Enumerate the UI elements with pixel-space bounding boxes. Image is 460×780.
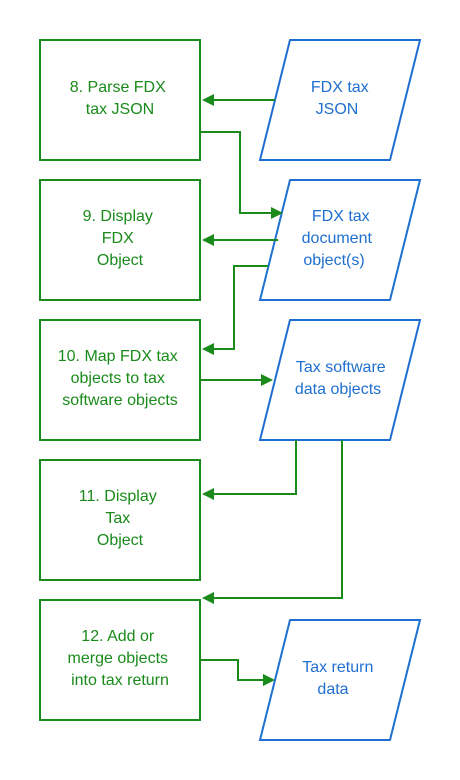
- step-11-line-2: Tax: [105, 510, 130, 527]
- svg-text:12. Add or merge objects: 12. Add or merge objects into tax return: [68, 628, 173, 689]
- arrow-parse-to-objects: [200, 131, 283, 219]
- svg-text:FDX tax document o: FDX tax document object(s): [302, 208, 377, 269]
- process-step-12: 12. Add or merge objects into tax return: [39, 599, 201, 721]
- step-10-line-2: objects to tax: [71, 370, 165, 387]
- fdx-objects-line-3: object(s): [303, 252, 364, 269]
- tax-return-line-2: data: [317, 681, 348, 698]
- data-tax-return: Tax return data: [258, 619, 422, 741]
- fdx-objects-line-2: document: [302, 230, 373, 247]
- svg-text:FDX tax JSON: FDX tax JSON: [311, 79, 373, 118]
- arrow-objects-to-map: [202, 265, 268, 355]
- tax-sw-line-2: data objects: [295, 381, 381, 398]
- fdx-json-line-2: JSON: [316, 101, 359, 118]
- step-11-line-3: Object: [97, 532, 144, 549]
- step-10-line-3: software objects: [62, 392, 178, 409]
- step-9-line-1: 9. Display: [83, 208, 153, 225]
- process-step-9: 9. Display FDX Object: [39, 179, 201, 301]
- data-fdx-tax-document-objects: FDX tax document object(s): [258, 179, 422, 301]
- process-step-10: 10. Map FDX tax objects to tax software …: [39, 319, 201, 441]
- fdx-objects-line-1: FDX tax: [312, 208, 370, 225]
- step-11-line-1: 11. Display: [79, 488, 157, 505]
- step-12-line-2: merge objects: [68, 650, 169, 667]
- arrow-add-merge-to-tax-return: [200, 659, 275, 686]
- svg-text:8. Parse FDX tax JSON: 8. Parse FDX tax JSON: [70, 79, 170, 118]
- data-tax-software-objects: Tax software data objects: [258, 319, 422, 441]
- step-9-line-2: FDX: [102, 230, 134, 247]
- tax-sw-line-1: Tax software: [296, 359, 386, 376]
- step-10-line-1: 10. Map FDX tax: [58, 348, 178, 365]
- svg-text:Tax software data object: Tax software data objects: [295, 359, 390, 398]
- arrow-software-to-display-tax: [202, 440, 297, 500]
- step-12-line-1: 12. Add or: [81, 628, 155, 645]
- step-8-line-2: tax JSON: [86, 101, 154, 118]
- step-9-line-3: Object: [97, 252, 144, 269]
- process-step-8: 8. Parse FDX tax JSON: [39, 39, 201, 161]
- svg-text:11. Display Tax Ob: 11. Display Tax Object: [79, 488, 161, 549]
- fdx-json-line-1: FDX tax: [311, 79, 369, 96]
- tax-return-line-1: Tax return: [302, 659, 373, 676]
- data-fdx-tax-json: FDX tax JSON: [258, 39, 422, 161]
- svg-text:10. Map FDX tax objects: 10. Map FDX tax objects to tax software …: [58, 348, 183, 409]
- svg-text:Tax return data: Tax return data: [302, 659, 378, 698]
- arrow-software-to-add-merge: [202, 440, 343, 604]
- step-8-line-1: 8. Parse FDX: [70, 79, 166, 96]
- step-12-line-3: into tax return: [71, 672, 169, 689]
- svg-text:9. Display FDX Obj: 9. Display FDX Object: [83, 208, 158, 269]
- process-step-11: 11. Display Tax Object: [39, 459, 201, 581]
